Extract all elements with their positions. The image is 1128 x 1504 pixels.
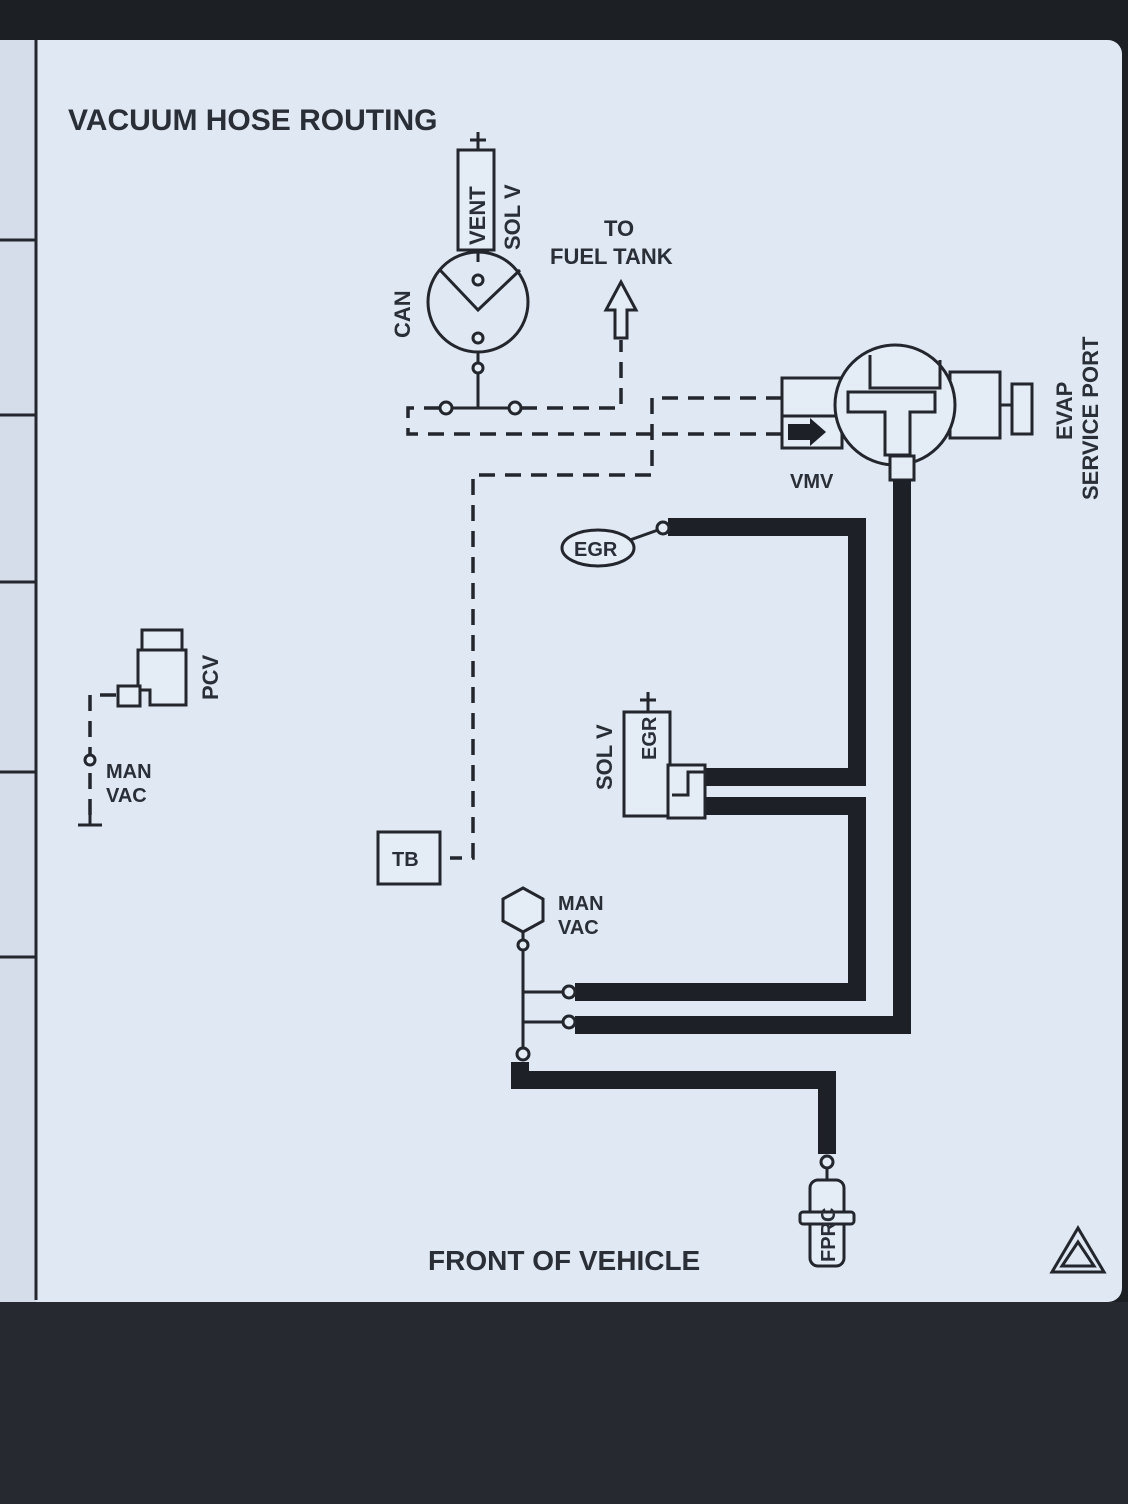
throttle-body: TB — [376, 830, 442, 886]
tb-label: TB — [392, 849, 419, 871]
fuel-tank-arrow: TO FUEL TANK — [550, 216, 673, 340]
front-of-vehicle-label: FRONT OF VEHICLE — [428, 1245, 700, 1276]
left-strip — [0, 40, 36, 1302]
pcv-valve: PCV MAN VAC — [78, 628, 223, 827]
diagram-title: VACUUM HOSE ROUTING — [68, 104, 437, 137]
man-vac-center-label-1: MAN — [558, 893, 604, 915]
egr-label: EGR — [574, 539, 618, 561]
left-strip-dividers — [0, 40, 38, 1300]
solid-hoses — [511, 480, 911, 1154]
man-vac-left-label-1: MAN — [106, 761, 152, 783]
vent-solenoid: VENT SOL V — [456, 132, 525, 262]
recycle-triangle-icon — [1049, 1225, 1107, 1274]
pcv-label: PCV — [198, 654, 223, 700]
manifold-vacuum-tree: MAN VAC — [501, 886, 604, 1062]
egr-sol-v-label: SOL V — [592, 724, 617, 790]
egr-sol-box-label: EGR — [639, 716, 661, 760]
to-label: TO — [604, 216, 634, 241]
fuel-pressure-regulator: FPRC — [798, 1154, 856, 1268]
fuel-tank-label: FUEL TANK — [550, 244, 673, 269]
vmv-label: VMV — [790, 471, 834, 493]
egr-valve: EGR — [560, 520, 671, 568]
evap-label: EVAP — [1052, 382, 1077, 440]
man-vac-left-label-2: VAC — [106, 785, 147, 807]
vent-label: VENT — [465, 186, 490, 245]
service-port-label: SERVICE PORT — [1078, 336, 1103, 500]
can-label: CAN — [390, 290, 415, 338]
man-vac-center-label-2: VAC — [558, 917, 599, 939]
vent-sol-v-label: SOL V — [500, 184, 525, 250]
vmv-valve: VMV EVAP SERVICE PORT — [780, 336, 1103, 500]
dashed-lines — [88, 340, 782, 860]
fprc-label: FPRC — [818, 1208, 840, 1262]
egr-solenoid: EGR SOL V — [592, 692, 707, 820]
dashboard-trim — [0, 1302, 1128, 1504]
canister: CAN — [390, 250, 530, 416]
